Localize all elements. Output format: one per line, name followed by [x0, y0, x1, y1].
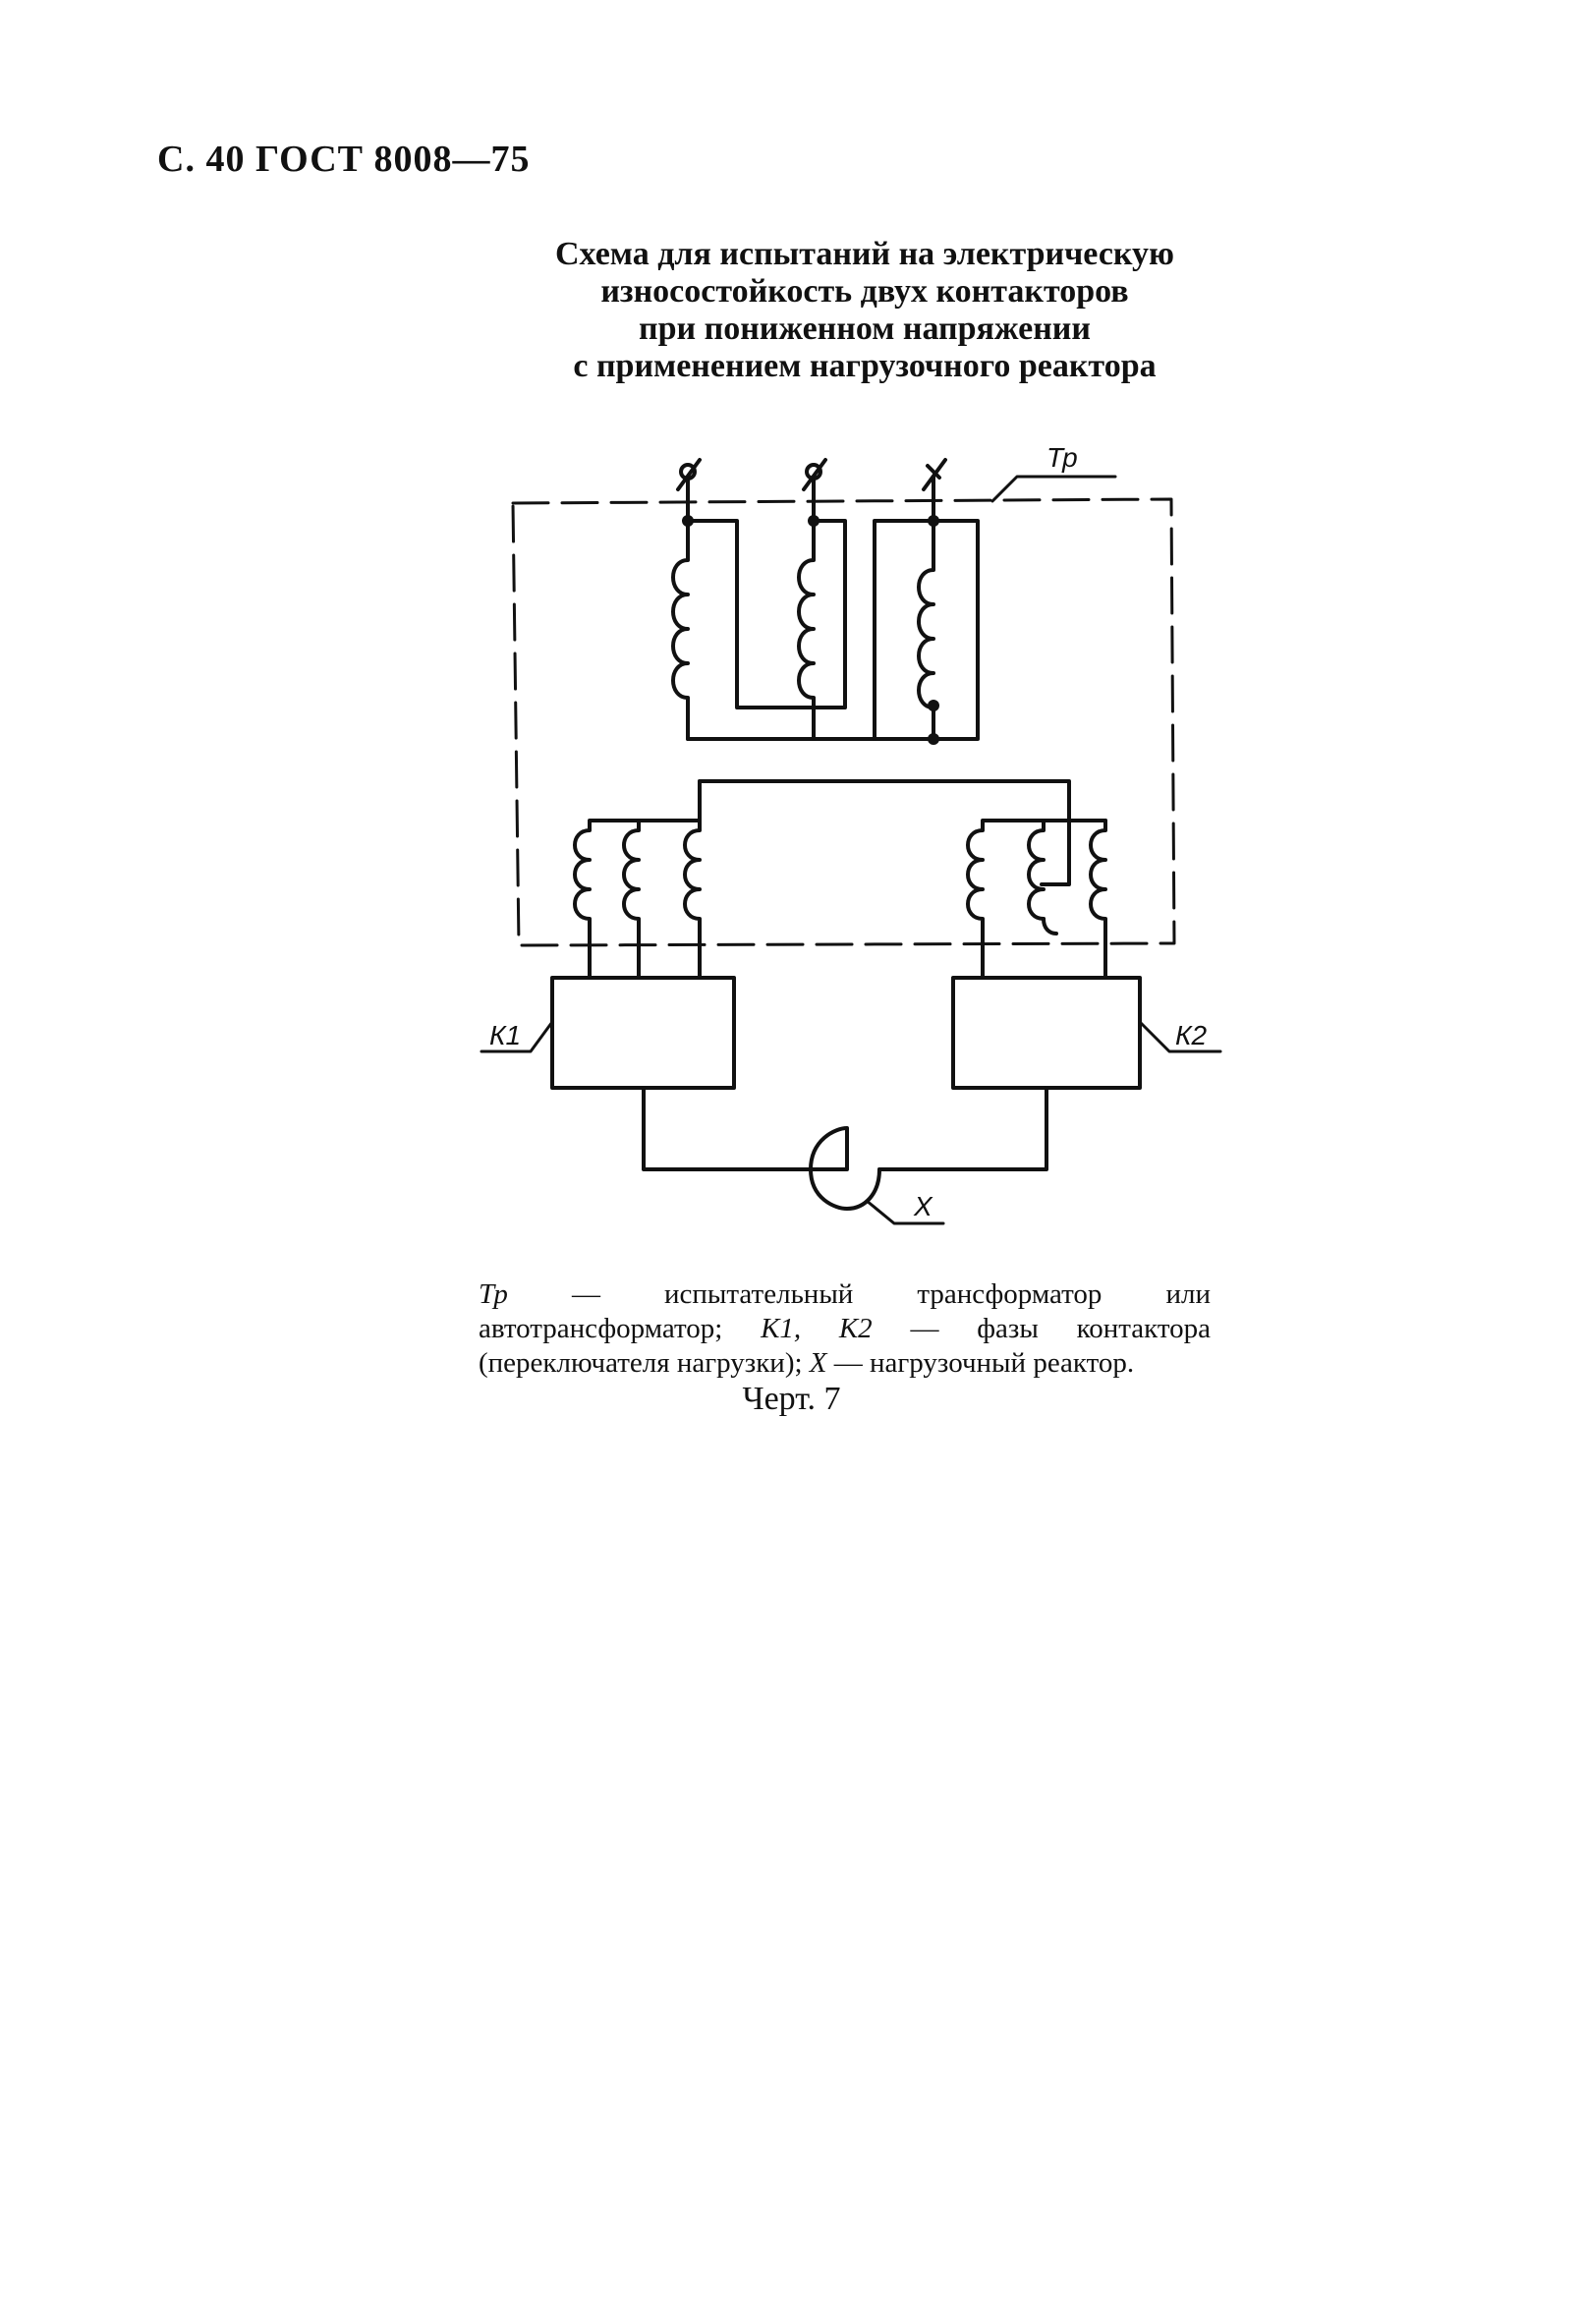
figure-title-line-3: при пониженном напряжении: [639, 311, 1091, 347]
primary-junctions: [682, 515, 939, 745]
figure-legend: Тр — испытательный трансформатор или авт…: [479, 1277, 1211, 1381]
secondary-neutral-bus: [698, 779, 1071, 822]
page-header: С. 40 ГОСТ 8008—75: [157, 139, 531, 180]
figure-title-line-2: износостойкость двух контакторов: [600, 273, 1129, 310]
output-wire-left: [642, 1086, 813, 1171]
legend-tp-symbol: Тр: [479, 1278, 508, 1310]
contactor-k2-box: [951, 976, 1142, 1090]
label-k1: К1: [489, 1020, 521, 1050]
contactor-k1-box: [550, 976, 736, 1090]
primary-interconnect: [686, 519, 980, 741]
figure-caption: Черт. 7: [742, 1381, 841, 1417]
figure-title: Схема для испытаний на электрическую изн…: [413, 236, 1317, 385]
legend-k-symbols: К1, К2: [761, 1313, 873, 1344]
secondary-windings-left: [573, 779, 702, 980]
label-reactor: Х: [913, 1191, 933, 1221]
transformer-enclosure: [511, 497, 1176, 947]
figure-title-line-1: Схема для испытаний на электрическую: [555, 236, 1174, 272]
contactor-k1-leader: [480, 1020, 554, 1053]
primary-windings: [671, 519, 935, 741]
legend-x-symbol: Х: [809, 1347, 827, 1379]
primary-terminals: [676, 458, 947, 523]
legend-k-desc: — фазы контактора (переключателя нагрузк…: [479, 1313, 1212, 1379]
legend-tp-desc: — испытательный трансформатор или автотр…: [479, 1278, 1211, 1344]
label-k2: К2: [1175, 1020, 1208, 1050]
figure-title-line-4: с применением нагрузочного реактора: [573, 348, 1157, 384]
contactor-k2-leader: [1138, 1020, 1222, 1053]
transformer-label-leader: [990, 475, 1117, 503]
label-transformer: Тр: [1046, 442, 1078, 473]
legend-x-desc: — нагрузочный реактор.: [826, 1347, 1135, 1379]
reactor-symbol: [809, 1126, 945, 1225]
secondary-windings-right: [966, 819, 1107, 980]
output-wire-right: [877, 1086, 1048, 1171]
